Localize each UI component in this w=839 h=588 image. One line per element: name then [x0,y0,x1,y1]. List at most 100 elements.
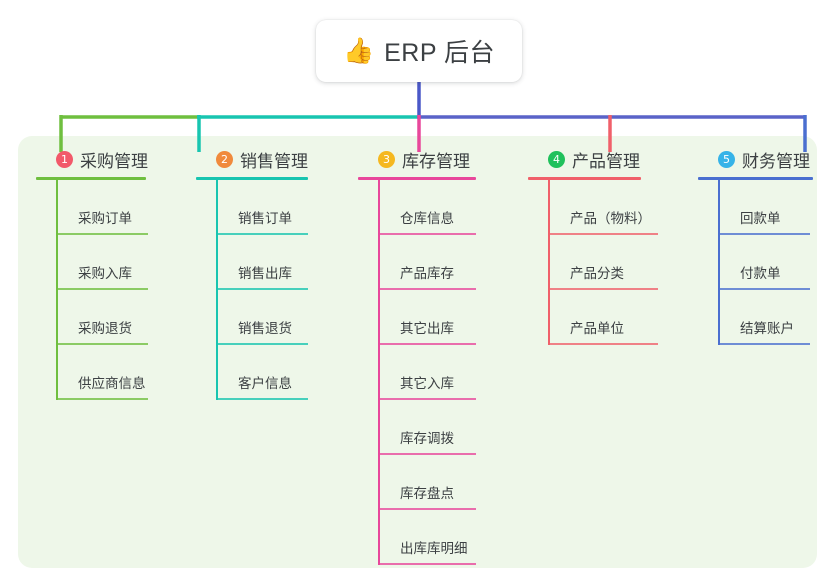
branch-column-3: 3 库存管理仓库信息产品库存其它出库其它入库库存调拨库存盘点出库库明细 [358,146,504,565]
branch-item-label: 供应商信息 [78,376,146,391]
branch-trunk-line [378,180,380,565]
branch-item-underline [378,288,476,290]
branch-item-label: 客户信息 [238,376,292,391]
branch-trunk-line [56,180,58,400]
branch-item-label: 采购订单 [78,211,132,226]
branch-item[interactable]: 仓库信息 [378,180,504,235]
branch-item-underline [378,398,476,400]
branches-panel [18,136,817,568]
branch-number-badge: 3 [378,150,395,168]
branch-item-underline [216,233,308,235]
branch-item[interactable]: 销售出库 [216,235,336,290]
branch-item-underline [56,398,148,400]
branch-trunk-line [548,180,550,345]
branch-item[interactable]: 产品（物料） [548,180,680,235]
branch-title: 产品管理 [572,151,640,171]
branch-item-label: 库存调拨 [400,431,454,446]
branch-item-label: 其它入库 [400,376,454,391]
branch-item-underline [378,563,476,565]
branch-item-label: 销售退货 [238,321,292,336]
branch-item-underline [548,233,658,235]
branch-item[interactable]: 付款单 [718,235,838,290]
branch-item[interactable]: 产品单位 [548,290,680,345]
branch-item-list: 采购订单采购入库采购退货供应商信息 [56,180,176,400]
branch-item[interactable]: 其它入库 [378,345,504,400]
branch-title: 财务管理 [742,151,810,171]
branch-item-underline [378,343,476,345]
branch-title: 库存管理 [402,151,470,171]
branch-title: 采购管理 [80,151,148,171]
branch-item-underline [378,233,476,235]
branch-item[interactable]: 结算账户 [718,290,838,345]
branch-item-label: 其它出库 [400,321,454,336]
branch-item-underline [56,233,148,235]
branch-item[interactable]: 产品库存 [378,235,504,290]
branch-item-label: 出库库明细 [400,541,468,556]
branch-item-underline [548,288,658,290]
branch-item-list: 回款单付款单结算账户 [718,180,838,345]
branch-underline [528,177,641,180]
branch-item[interactable]: 采购订单 [56,180,176,235]
branch-item-underline [718,233,810,235]
branch-item[interactable]: 销售退货 [216,290,336,345]
branch-item-underline [548,343,658,345]
root-node-card[interactable]: 👍 ERP 后台 [316,20,522,82]
branch-item-label: 回款单 [740,211,781,226]
branch-item-label: 产品（物料） [570,211,651,226]
branch-trunk-line [216,180,218,400]
branch-item[interactable]: 其它出库 [378,290,504,345]
branch-item-label: 产品分类 [570,266,624,281]
branch-item-label: 结算账户 [740,321,794,336]
branch-item-label: 销售订单 [238,211,292,226]
branch-number-badge: 5 [718,150,735,168]
branch-item[interactable]: 采购退货 [56,290,176,345]
branch-item[interactable]: 销售订单 [216,180,336,235]
branch-item-label: 库存盘点 [400,486,454,501]
branch-item-label: 付款单 [740,266,781,281]
branch-item-underline [378,453,476,455]
branch-item-underline [216,343,308,345]
branch-header-5[interactable]: 5 财务管理 [698,146,838,172]
branch-column-2: 2 销售管理销售订单销售出库销售退货客户信息 [196,146,336,400]
branch-item-list: 销售订单销售出库销售退货客户信息 [216,180,336,400]
branch-item[interactable]: 库存调拨 [378,400,504,455]
thumbs-up-icon: 👍 [342,36,375,65]
branch-underline [196,177,308,180]
branch-item-label: 采购退货 [78,321,132,336]
branch-item[interactable]: 采购入库 [56,235,176,290]
branch-underline [36,177,146,180]
branch-item-label: 产品单位 [570,321,624,336]
branch-item-underline [378,508,476,510]
branch-number-badge: 2 [216,150,233,168]
branch-item[interactable]: 客户信息 [216,345,336,400]
branch-item[interactable]: 库存盘点 [378,455,504,510]
branch-item-label: 采购入库 [78,266,132,281]
root-node-title: ERP 后台 [384,39,496,67]
branch-item-list: 仓库信息产品库存其它出库其它入库库存调拨库存盘点出库库明细 [378,180,504,565]
branch-title: 销售管理 [240,151,308,171]
branch-item-label: 销售出库 [238,266,292,281]
branch-item[interactable]: 供应商信息 [56,345,176,400]
branch-item[interactable]: 回款单 [718,180,838,235]
branch-item-label: 产品库存 [400,266,454,281]
branch-column-5: 5 财务管理回款单付款单结算账户 [698,146,838,345]
branch-trunk-line [718,180,720,345]
branch-item-underline [718,343,810,345]
branch-header-3[interactable]: 3 库存管理 [358,146,504,172]
branch-item-underline [718,288,810,290]
branch-item-underline [56,288,148,290]
branch-item-underline [216,398,308,400]
branch-item[interactable]: 出库库明细 [378,510,504,565]
branch-item-list: 产品（物料） 产品分类产品单位 [548,180,680,345]
branch-item-underline [216,288,308,290]
branch-header-2[interactable]: 2 销售管理 [196,146,336,172]
branch-underline [358,177,476,180]
branch-underline [698,177,813,180]
branch-item[interactable]: 产品分类 [548,235,680,290]
branch-item-label: 仓库信息 [400,211,454,226]
